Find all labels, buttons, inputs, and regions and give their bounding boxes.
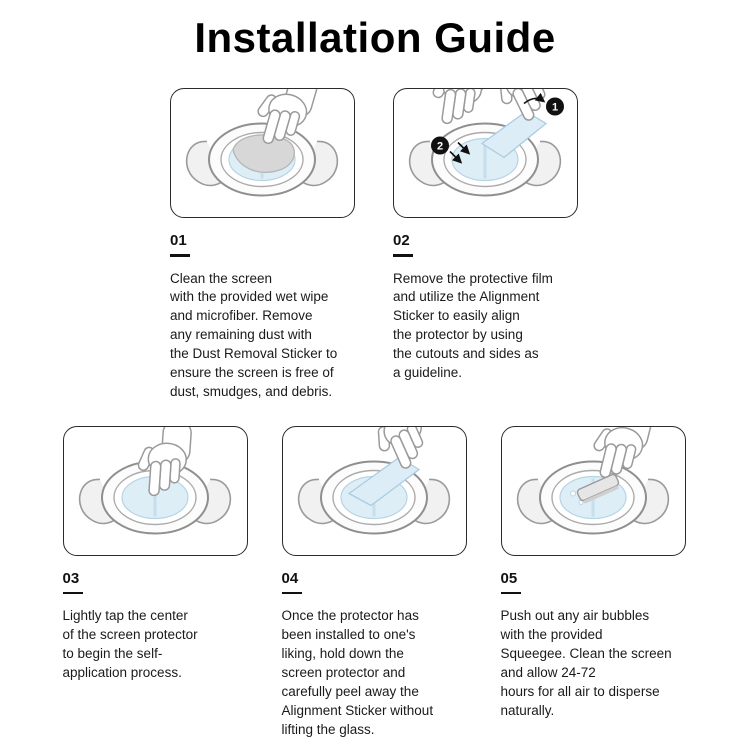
- step-2: 1 2 02 Remove the protective film and ut…: [393, 88, 580, 402]
- step-3: 03 Lightly tap the center of the screen …: [62, 425, 250, 740]
- watch-icon: [408, 122, 562, 197]
- badge-1: [546, 97, 564, 116]
- step-description: Remove the protective film and utilize t…: [393, 270, 553, 380]
- step-number-underline: [500, 591, 521, 595]
- step-number: 04: [281, 569, 299, 587]
- step-5-illustration: [515, 426, 670, 535]
- step-1-illustration: [185, 89, 339, 197]
- step-5-panel: [500, 425, 686, 556]
- badge-2: [431, 136, 449, 155]
- step-3-panel: [62, 425, 248, 556]
- page-title: Installation Guide: [194, 14, 556, 61]
- step-number-underline: [393, 254, 413, 257]
- step-number-underline: [281, 591, 302, 595]
- alignment-sticker-icon: [347, 456, 420, 507]
- steps-row-2: 03 Lightly tap the center of the screen …: [0, 425, 750, 740]
- step-number: 02: [393, 232, 410, 249]
- steps-row-1: 01 Clean the screen with the provided we…: [0, 88, 750, 402]
- peel-arrow-icon: [523, 92, 546, 105]
- step-1: 01 Clean the screen with the provided we…: [170, 88, 357, 402]
- step-4-panel: [281, 425, 467, 556]
- step-4: 04 Once the protector has been installed…: [281, 425, 469, 740]
- step-number: 01: [170, 232, 187, 249]
- step-description: Push out any air bubbles with the provid…: [500, 608, 672, 718]
- align-arrow-icon: [457, 141, 471, 155]
- step-number: 05: [500, 569, 518, 587]
- step-number: 03: [62, 569, 80, 587]
- squeegee-icon: [576, 473, 619, 504]
- step-number-underline: [62, 591, 83, 595]
- hand-icon: [427, 89, 491, 129]
- step-5: 05 Push out any air bubbles with the pro…: [500, 425, 688, 740]
- align-arrow-icon: [449, 150, 463, 164]
- badge-1-label: 1: [552, 102, 558, 114]
- step-4-illustration: [296, 426, 451, 535]
- step-number-underline: [170, 254, 190, 257]
- air-bubble-icon: [578, 499, 583, 505]
- step-3-illustration: [77, 426, 232, 535]
- step-1-panel: [170, 88, 355, 218]
- step-description: Once the protector has been installed to…: [281, 608, 434, 737]
- step-description: Clean the screen with the provided wet w…: [170, 270, 338, 399]
- step-2-illustration: 1 2: [408, 89, 564, 197]
- badge-2-label: 2: [437, 141, 443, 153]
- step-description: Lightly tap the center of the screen pro…: [62, 608, 198, 680]
- step-2-panel: 1 2: [393, 88, 578, 218]
- protective-film-icon: [480, 110, 548, 159]
- air-bubble-icon: [569, 490, 576, 497]
- wipe-cloth-icon: [232, 134, 295, 173]
